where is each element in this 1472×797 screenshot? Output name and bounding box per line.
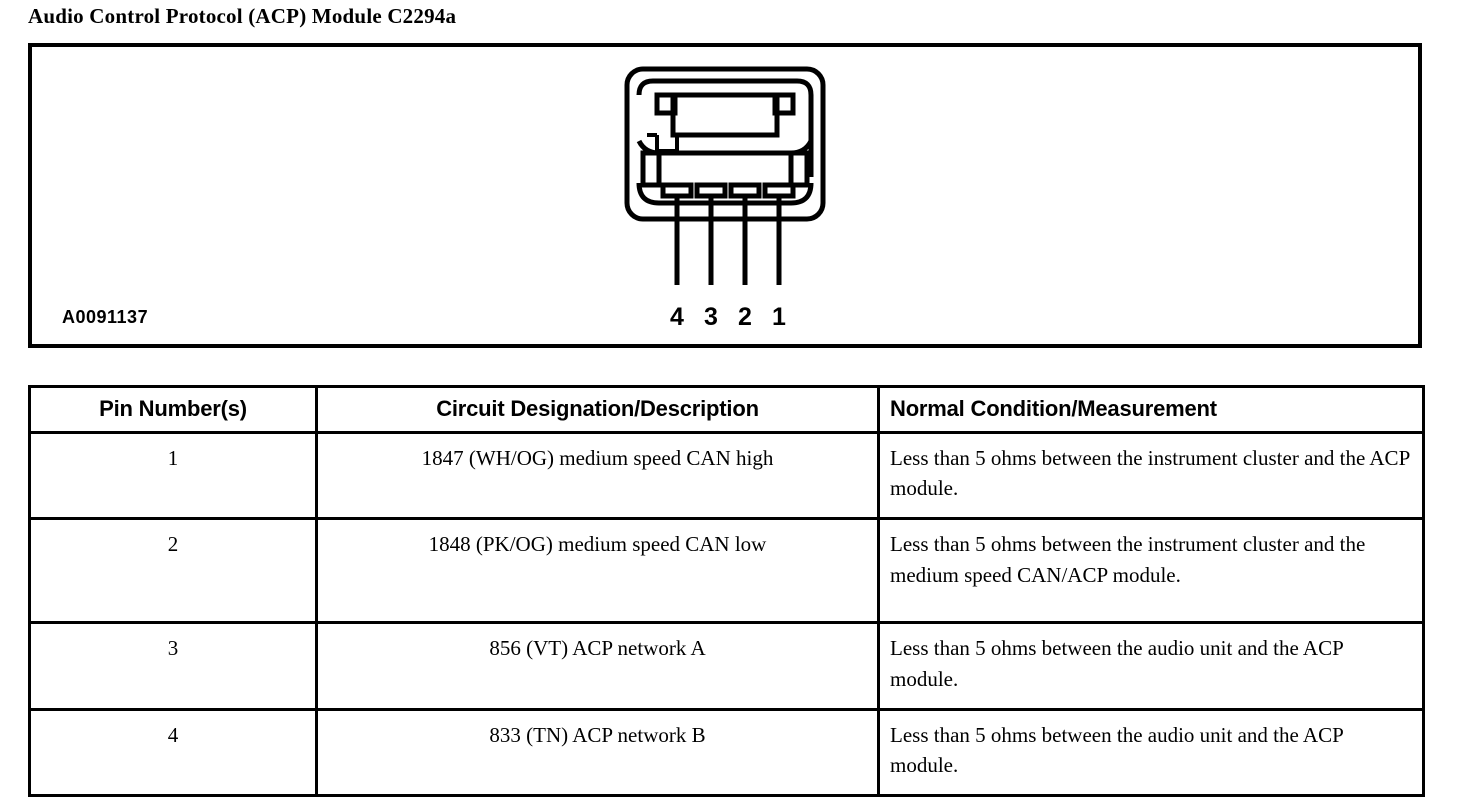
terminal-blade-2 bbox=[728, 182, 762, 199]
pin-label-1: 1 bbox=[772, 303, 786, 331]
cell-condition: Less than 5 ohms between the audio unit … bbox=[877, 707, 1425, 797]
pin-label-2: 2 bbox=[738, 303, 752, 331]
connector-inner-shell bbox=[636, 78, 814, 177]
pin-specification-table: Pin Number(s) Circuit Designation/Descri… bbox=[28, 385, 1425, 797]
cell-pin-number: 4 bbox=[28, 707, 318, 797]
cell-circuit: 1848 (PK/OG) medium speed CAN low bbox=[315, 517, 880, 625]
cell-pin-number: 1 bbox=[28, 430, 318, 521]
column-header-condition: Normal Condition/Measurement bbox=[877, 385, 1425, 434]
page-title: Audio Control Protocol (ACP) Module C229… bbox=[28, 4, 457, 28]
column-header-pin-number: Pin Number(s) bbox=[28, 385, 318, 434]
pin-label-4: 4 bbox=[670, 303, 684, 331]
pin-lead-wires bbox=[674, 196, 782, 285]
pin-label-3: 3 bbox=[704, 303, 718, 331]
connector-notch-left bbox=[654, 92, 678, 116]
table-header: Pin Number(s) Circuit Designation/Descri… bbox=[28, 385, 1425, 434]
cell-condition: Less than 5 ohms between the instrument … bbox=[877, 430, 1425, 521]
cell-pin-number: 2 bbox=[28, 517, 318, 625]
cell-condition: Less than 5 ohms between the audio unit … bbox=[877, 621, 1425, 711]
cell-circuit: 833 (TN) ACP network B bbox=[315, 707, 880, 797]
table-row: 1 1847 (WH/OG) medium speed CAN high Les… bbox=[28, 430, 1425, 521]
cell-circuit: 1847 (WH/OG) medium speed CAN high bbox=[315, 430, 880, 521]
table-body: 1 1847 (WH/OG) medium speed CAN high Les… bbox=[28, 430, 1425, 797]
table-row: 4 833 (TN) ACP network B Less than 5 ohm… bbox=[28, 707, 1425, 797]
connector-rail-left bbox=[640, 150, 662, 188]
connector-drawing: 4 3 2 1 bbox=[624, 66, 826, 331]
table-row: 2 1848 (PK/OG) medium speed CAN low Less… bbox=[28, 517, 1425, 625]
table-row: 3 856 (VT) ACP network A Less than 5 ohm… bbox=[28, 621, 1425, 711]
cell-condition: Less than 5 ohms between the instrument … bbox=[877, 517, 1425, 625]
pin-number-labels: 4 3 2 1 bbox=[670, 303, 786, 331]
connector-diagram-panel: 4 3 2 1 A0091137 bbox=[28, 43, 1422, 348]
cell-pin-number: 3 bbox=[28, 621, 318, 711]
cell-circuit: 856 (VT) ACP network A bbox=[315, 621, 880, 711]
connector-skirt-upper bbox=[636, 182, 814, 206]
terminal-blade-3 bbox=[694, 182, 728, 199]
connector-notch-right bbox=[772, 92, 796, 116]
connector-body-divider bbox=[636, 139, 814, 156]
terminal-blade-4 bbox=[660, 182, 694, 199]
column-header-circuit: Circuit Designation/Description bbox=[315, 385, 880, 434]
connector-outer-shell bbox=[624, 66, 826, 222]
terminal-blade-1 bbox=[762, 182, 796, 199]
diagram-reference-code: A0091137 bbox=[62, 307, 149, 327]
table-header-row: Pin Number(s) Circuit Designation/Descri… bbox=[28, 385, 1425, 434]
connector-rail-right bbox=[788, 150, 810, 188]
connector-keyway-window bbox=[670, 92, 780, 138]
acp-module-connector-figure: 4 3 2 1 bbox=[615, 57, 835, 337]
